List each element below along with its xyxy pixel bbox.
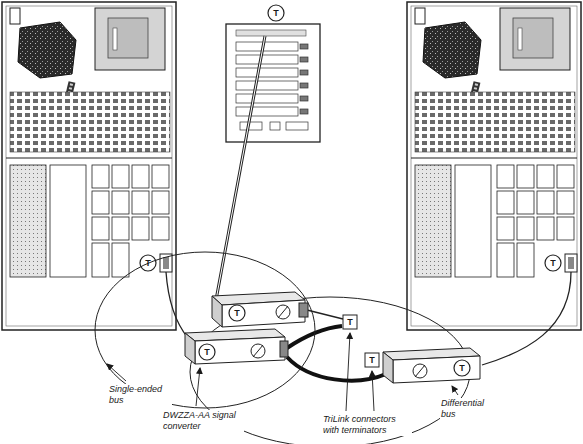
upper-signal-converter-part [212, 296, 222, 327]
storage-enclosure-part-part [300, 70, 308, 75]
terminator-mark: T [270, 7, 282, 19]
bus-cables-part [216, 36, 265, 300]
lower-signal-converter-part [195, 337, 285, 364]
left-system-cabinet-part [2, 2, 176, 330]
storage-enclosure-part-part [236, 81, 298, 90]
upper-signal-converter [212, 292, 308, 327]
leader-lines-part [196, 368, 200, 406]
terminator-mark: T [456, 362, 468, 374]
storage-enclosure-part-part [236, 42, 298, 51]
bus-cables-part [216, 36, 265, 300]
lower-signal-converter-part [199, 344, 215, 360]
terminator-mark: T [201, 346, 213, 358]
bus-circles-part [95, 252, 315, 408]
terminator-squares-part [365, 353, 379, 367]
storage-enclosure-part-part [236, 68, 298, 77]
lower-signal-converter-part [251, 344, 265, 358]
upper-signal-converter-part [276, 305, 290, 319]
storage-enclosure-part-part [300, 57, 308, 62]
terminator-mark: T [231, 307, 243, 319]
callout-label: Differential bus [440, 398, 498, 420]
right-signal-converter-part [415, 365, 425, 377]
bus-circles [95, 252, 470, 444]
right-signal-converter-part [454, 360, 470, 376]
right-signal-converter-part [393, 356, 480, 383]
bus-cables [166, 36, 571, 381]
leader-lines-part [452, 386, 458, 395]
bus-cables-part [166, 272, 188, 338]
right-signal-converter [383, 348, 480, 383]
leader-lines-part [372, 371, 374, 411]
leader-lines-part [107, 364, 126, 381]
lower-signal-converter [185, 329, 288, 364]
storage-enclosure-part-part [300, 44, 308, 49]
terminator-mark: T [344, 316, 356, 328]
upper-signal-converter-part [278, 306, 288, 318]
lower-signal-converter-part [280, 341, 288, 357]
terminator-mark: T [547, 257, 559, 269]
storage-enclosure-part-part [236, 55, 298, 64]
upper-signal-converter-part [229, 305, 245, 321]
storage-enclosure-part-part [300, 109, 308, 114]
storage-enclosure-part-part [300, 96, 308, 101]
storage-enclosure-part [226, 24, 320, 142]
callout-label: Single-ended bus [108, 384, 172, 406]
leader-lines-part [346, 333, 350, 411]
storage-enclosure-part [236, 42, 308, 130]
storage-enclosure-part-part [240, 122, 262, 130]
storage-enclosure-part-part [286, 122, 308, 130]
lower-signal-converter-part [253, 345, 263, 357]
right-system-cabinet-part [407, 2, 581, 330]
upper-signal-converter-part [222, 300, 305, 327]
terminator-squares-part [343, 315, 357, 329]
storage-enclosure-part-part [270, 122, 280, 130]
lower-signal-converter-part [185, 333, 195, 364]
right-signal-converter-part [383, 352, 393, 383]
terminator-mark: T [142, 257, 154, 269]
callout-label: DWZZA-AA signal converter [162, 410, 244, 432]
storage-enclosure-part [236, 30, 306, 36]
right-system-cabinet [407, 2, 581, 330]
storage-enclosure [226, 5, 320, 142]
callout-label: TriLink connectors with terminators [322, 414, 412, 436]
terminator-mark: T [366, 354, 378, 366]
storage-enclosure-part-part [236, 107, 298, 116]
bus-cables-part [482, 272, 571, 365]
storage-enclosure-part [268, 5, 284, 21]
leader-lines [107, 333, 458, 411]
storage-enclosure-part-part [236, 94, 298, 103]
right-signal-converter-part [413, 364, 427, 378]
left-system-cabinet [2, 2, 176, 330]
storage-enclosure-part-part [300, 83, 308, 88]
upper-signal-converter-part [299, 303, 308, 317]
